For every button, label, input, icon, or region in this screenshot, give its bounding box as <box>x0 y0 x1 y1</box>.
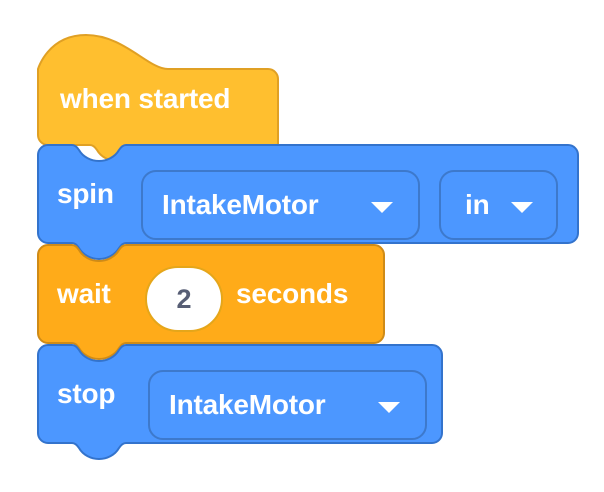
input-oval-background <box>145 266 223 332</box>
chevron-down-icon <box>369 199 395 215</box>
wait-seconds-label: seconds <box>236 278 349 309</box>
spin-label: spin <box>57 178 114 209</box>
spin-direction-dropdown[interactable]: in <box>439 170 558 240</box>
when-started-label: when started <box>60 83 231 114</box>
chevron-down-icon <box>376 399 402 415</box>
spin-motor-value: IntakeMotor <box>162 189 319 220</box>
dropdown-background <box>141 170 420 240</box>
stop-motor-value: IntakeMotor <box>169 389 326 420</box>
block-wait[interactable]: wait 2 seconds <box>37 243 390 361</box>
dropdown-background <box>439 170 558 240</box>
stop-motor-dropdown[interactable]: IntakeMotor <box>148 370 427 440</box>
wait-duration-input[interactable]: 2 <box>145 266 223 332</box>
spin-direction-value: in <box>465 189 490 220</box>
stop-label: stop <box>57 378 116 409</box>
block-spin[interactable]: spin IntakeMotor in <box>37 143 584 261</box>
block-stop[interactable]: stop IntakeMotor <box>37 343 448 463</box>
chevron-down-icon <box>509 199 535 215</box>
wait-duration-value: 2 <box>176 284 192 314</box>
spin-motor-dropdown[interactable]: IntakeMotor <box>141 170 420 240</box>
dropdown-background <box>148 370 427 440</box>
block-when-started[interactable]: when started <box>37 33 288 163</box>
wait-label: wait <box>57 278 111 309</box>
